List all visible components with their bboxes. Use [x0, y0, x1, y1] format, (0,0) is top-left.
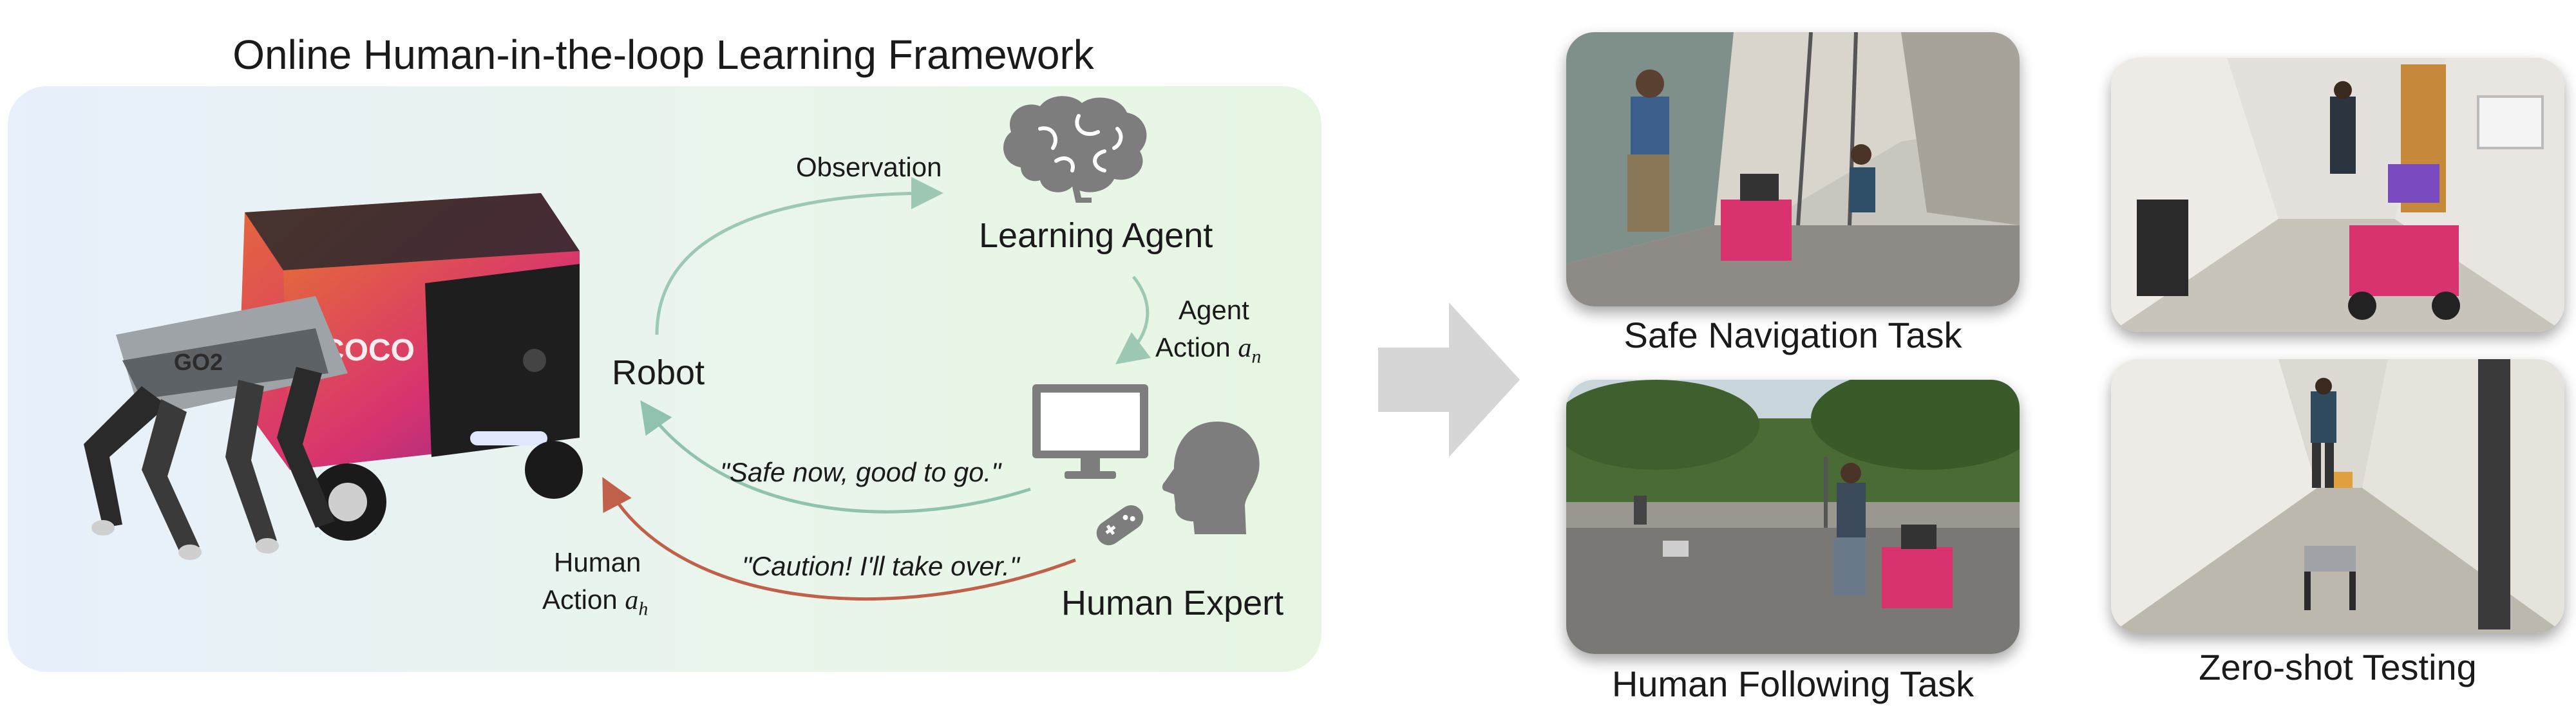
zero-shot-photo-1	[2111, 58, 2564, 332]
framework-arrows	[602, 177, 1151, 601]
observation-label: Observation	[796, 152, 942, 182]
robot-illustration: COCO GO2	[84, 193, 583, 560]
human-expert-label: Human Expert	[1061, 584, 1284, 622]
agent-action-symbol: an	[1238, 333, 1262, 368]
human-head-icon	[1162, 422, 1260, 534]
caution-quote: "Caution! I'll take over."	[742, 551, 1019, 581]
caution-arrow	[602, 477, 1076, 601]
agent-action-arrow	[1115, 275, 1151, 365]
observation-arrow	[655, 177, 943, 335]
human-action-symbol: ah	[625, 586, 649, 620]
safe-navigation-caption: Safe Navigation Task	[1624, 315, 1962, 355]
monitor-icon	[1032, 384, 1148, 479]
robot-label: Robot	[612, 353, 705, 392]
human-following-photo	[1566, 380, 2020, 654]
zero-shot-caption: Zero-shot Testing	[2199, 647, 2477, 687]
human-following-caption: Human Following Task	[1611, 664, 1975, 704]
safe-quote: "Safe now, good to go."	[720, 457, 1001, 487]
human-action-label: Action ah	[542, 584, 649, 620]
human-action-word: Human	[554, 547, 641, 577]
agent-action-label: Action an	[1155, 332, 1262, 368]
brain-icon	[1003, 96, 1147, 203]
learning-agent-label: Learning Agent	[979, 216, 1213, 255]
safe-navigation-photo	[1566, 32, 2020, 306]
safe-arrow	[640, 400, 1031, 514]
robot-dog-text: GO2	[174, 349, 223, 375]
zero-shot-photo-2	[2111, 359, 2564, 633]
gamepad-icon	[1096, 505, 1144, 546]
agent-action-word: Agent	[1179, 295, 1249, 325]
transition-arrow-icon	[1378, 303, 1520, 457]
figure-title: Online Human-in-the-loop Learning Framew…	[232, 32, 1094, 78]
